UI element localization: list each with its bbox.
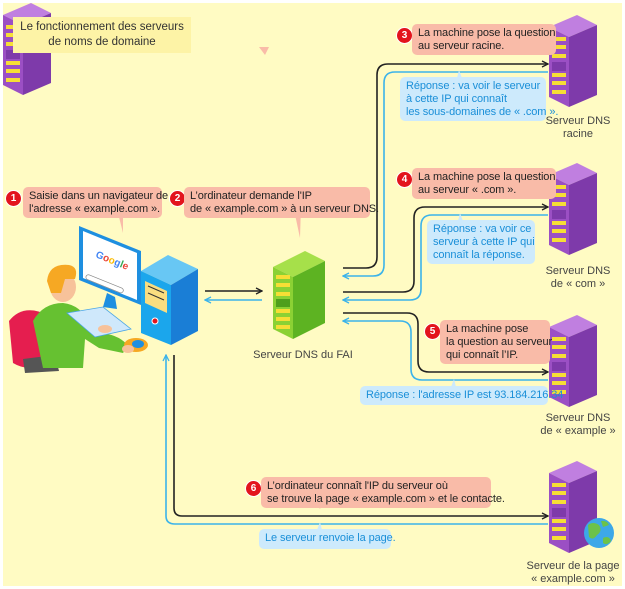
example-dns-label-line: de « example » [540, 425, 616, 437]
request-arrow-to-example [343, 312, 548, 372]
web-server-label-line: « example.com » [531, 573, 615, 585]
root-dns-label: Serveur DNS racine [538, 115, 618, 141]
step-3-badge: 3 [396, 27, 413, 44]
response-arrow-from-web [166, 355, 548, 525]
reply-root-text-line: Réponse : va voir le serveur [406, 80, 541, 92]
web-server-label-line: Serveur de la page [526, 560, 620, 572]
reply-root-bubble: Réponse : va voir le serveur à cette IP … [400, 77, 559, 121]
reply-com-bubble: Réponse : va voir ce serveur à cette IP … [427, 220, 535, 264]
step-3-text-line: au serveur racine. [418, 40, 505, 52]
computer-user-icon: Google [9, 226, 198, 373]
isp-dns-label: Serveur DNS du FAI [253, 349, 353, 361]
server-green-icon [273, 251, 325, 339]
step-5-text-line: La machine pose [446, 323, 529, 335]
reply-web-bubble: Le serveur renvoie la page. [259, 529, 396, 549]
root-dns-label-line: Serveur DNS [545, 115, 611, 127]
request-arrow-to-web [173, 355, 548, 516]
reply-example-text-line: Réponse : l'adresse IP est 93.184.216.34 [366, 389, 564, 401]
step-2-bubble: L’ordinateur demande l'IP de « example.c… [184, 187, 379, 218]
step-6-bubble: L’ordinateur connaît l'IP du serveur où … [261, 477, 505, 508]
step-4-badge: 4 [396, 171, 413, 188]
step-6-text-line: se trouve la page « example.com » et le … [267, 493, 505, 505]
root-server-icon [549, 15, 597, 107]
title-line-2: de noms de domaine [48, 36, 156, 48]
reply-web-text-line: Le serveur renvoie la page. [265, 532, 396, 544]
reply-com-text-line: Réponse : va voir ce [433, 223, 532, 235]
com-dns-label-line: de « com » [550, 278, 606, 290]
com-dns-label-line: Serveur DNS [545, 265, 611, 277]
step-1-text-line: Saisie dans un navigateur de [29, 190, 169, 202]
diagram-title: Le fonctionnement des serveurs de noms d… [13, 17, 191, 53]
title-line-1: Le fonctionnement des serveurs [20, 21, 184, 33]
reply-com-text-line: connaît la réponse. [433, 249, 525, 261]
step-5-bubble: La machine pose la question au serveur q… [440, 320, 553, 364]
step-5-badge: 5 [424, 323, 441, 340]
step-2-text-line: de « example.com » à un serveur DNS. [190, 203, 379, 215]
step-6-badge: 6 [245, 480, 262, 497]
response-arrow-from-com [343, 214, 548, 300]
reply-com-text-line: serveur à cette IP qui [433, 236, 535, 248]
root-dns-label-line: racine [563, 128, 593, 140]
request-arrow-to-com [343, 207, 548, 293]
com-server-icon [549, 163, 597, 255]
reply-root-text-line: à cette IP qui connaît [406, 93, 507, 105]
request-arrow-to-root [343, 64, 548, 269]
step-1-bubble: Saisie dans un navigateur de l'adresse «… [23, 187, 169, 218]
step-5-text-line: qui connaît l’IP. [446, 349, 519, 361]
diagram-canvas: Google [3, 3, 622, 586]
step-3-bubble: La machine pose la question au serveur r… [412, 24, 556, 55]
com-dns-label: Serveur DNS de « com » [538, 265, 618, 291]
step-4-bubble: La machine pose la question au serveur «… [412, 168, 556, 199]
step-4-text-line: La machine pose la question [418, 171, 556, 183]
step-5-text-line: la question au serveur [446, 336, 553, 348]
globe-icon [584, 518, 614, 548]
response-arrow-from-root [343, 71, 548, 276]
example-dns-label: Serveur DNS de « example » [535, 412, 621, 438]
reply-root-text-line: les sous-domaines de « .com ». [406, 106, 559, 118]
step-3-text-line: La machine pose la question [418, 27, 556, 39]
reply-example-bubble: Réponse : l'adresse IP est 93.184.216.34 [360, 386, 564, 405]
step-2-text-line: L’ordinateur demande l'IP [190, 190, 312, 202]
step-4-text-line: au serveur « .com ». [418, 184, 517, 196]
server-icons [549, 15, 614, 553]
step-6-text-line: L’ordinateur connaît l'IP du serveur où [267, 480, 448, 492]
step-1-badge: 1 [5, 190, 22, 207]
web-server-label: Serveur de la page « example.com » [525, 560, 621, 586]
response-arrow-from-example [343, 321, 548, 381]
step-1-text-line: l'adresse « example.com ». [29, 203, 160, 215]
example-dns-label-line: Serveur DNS [545, 412, 611, 424]
